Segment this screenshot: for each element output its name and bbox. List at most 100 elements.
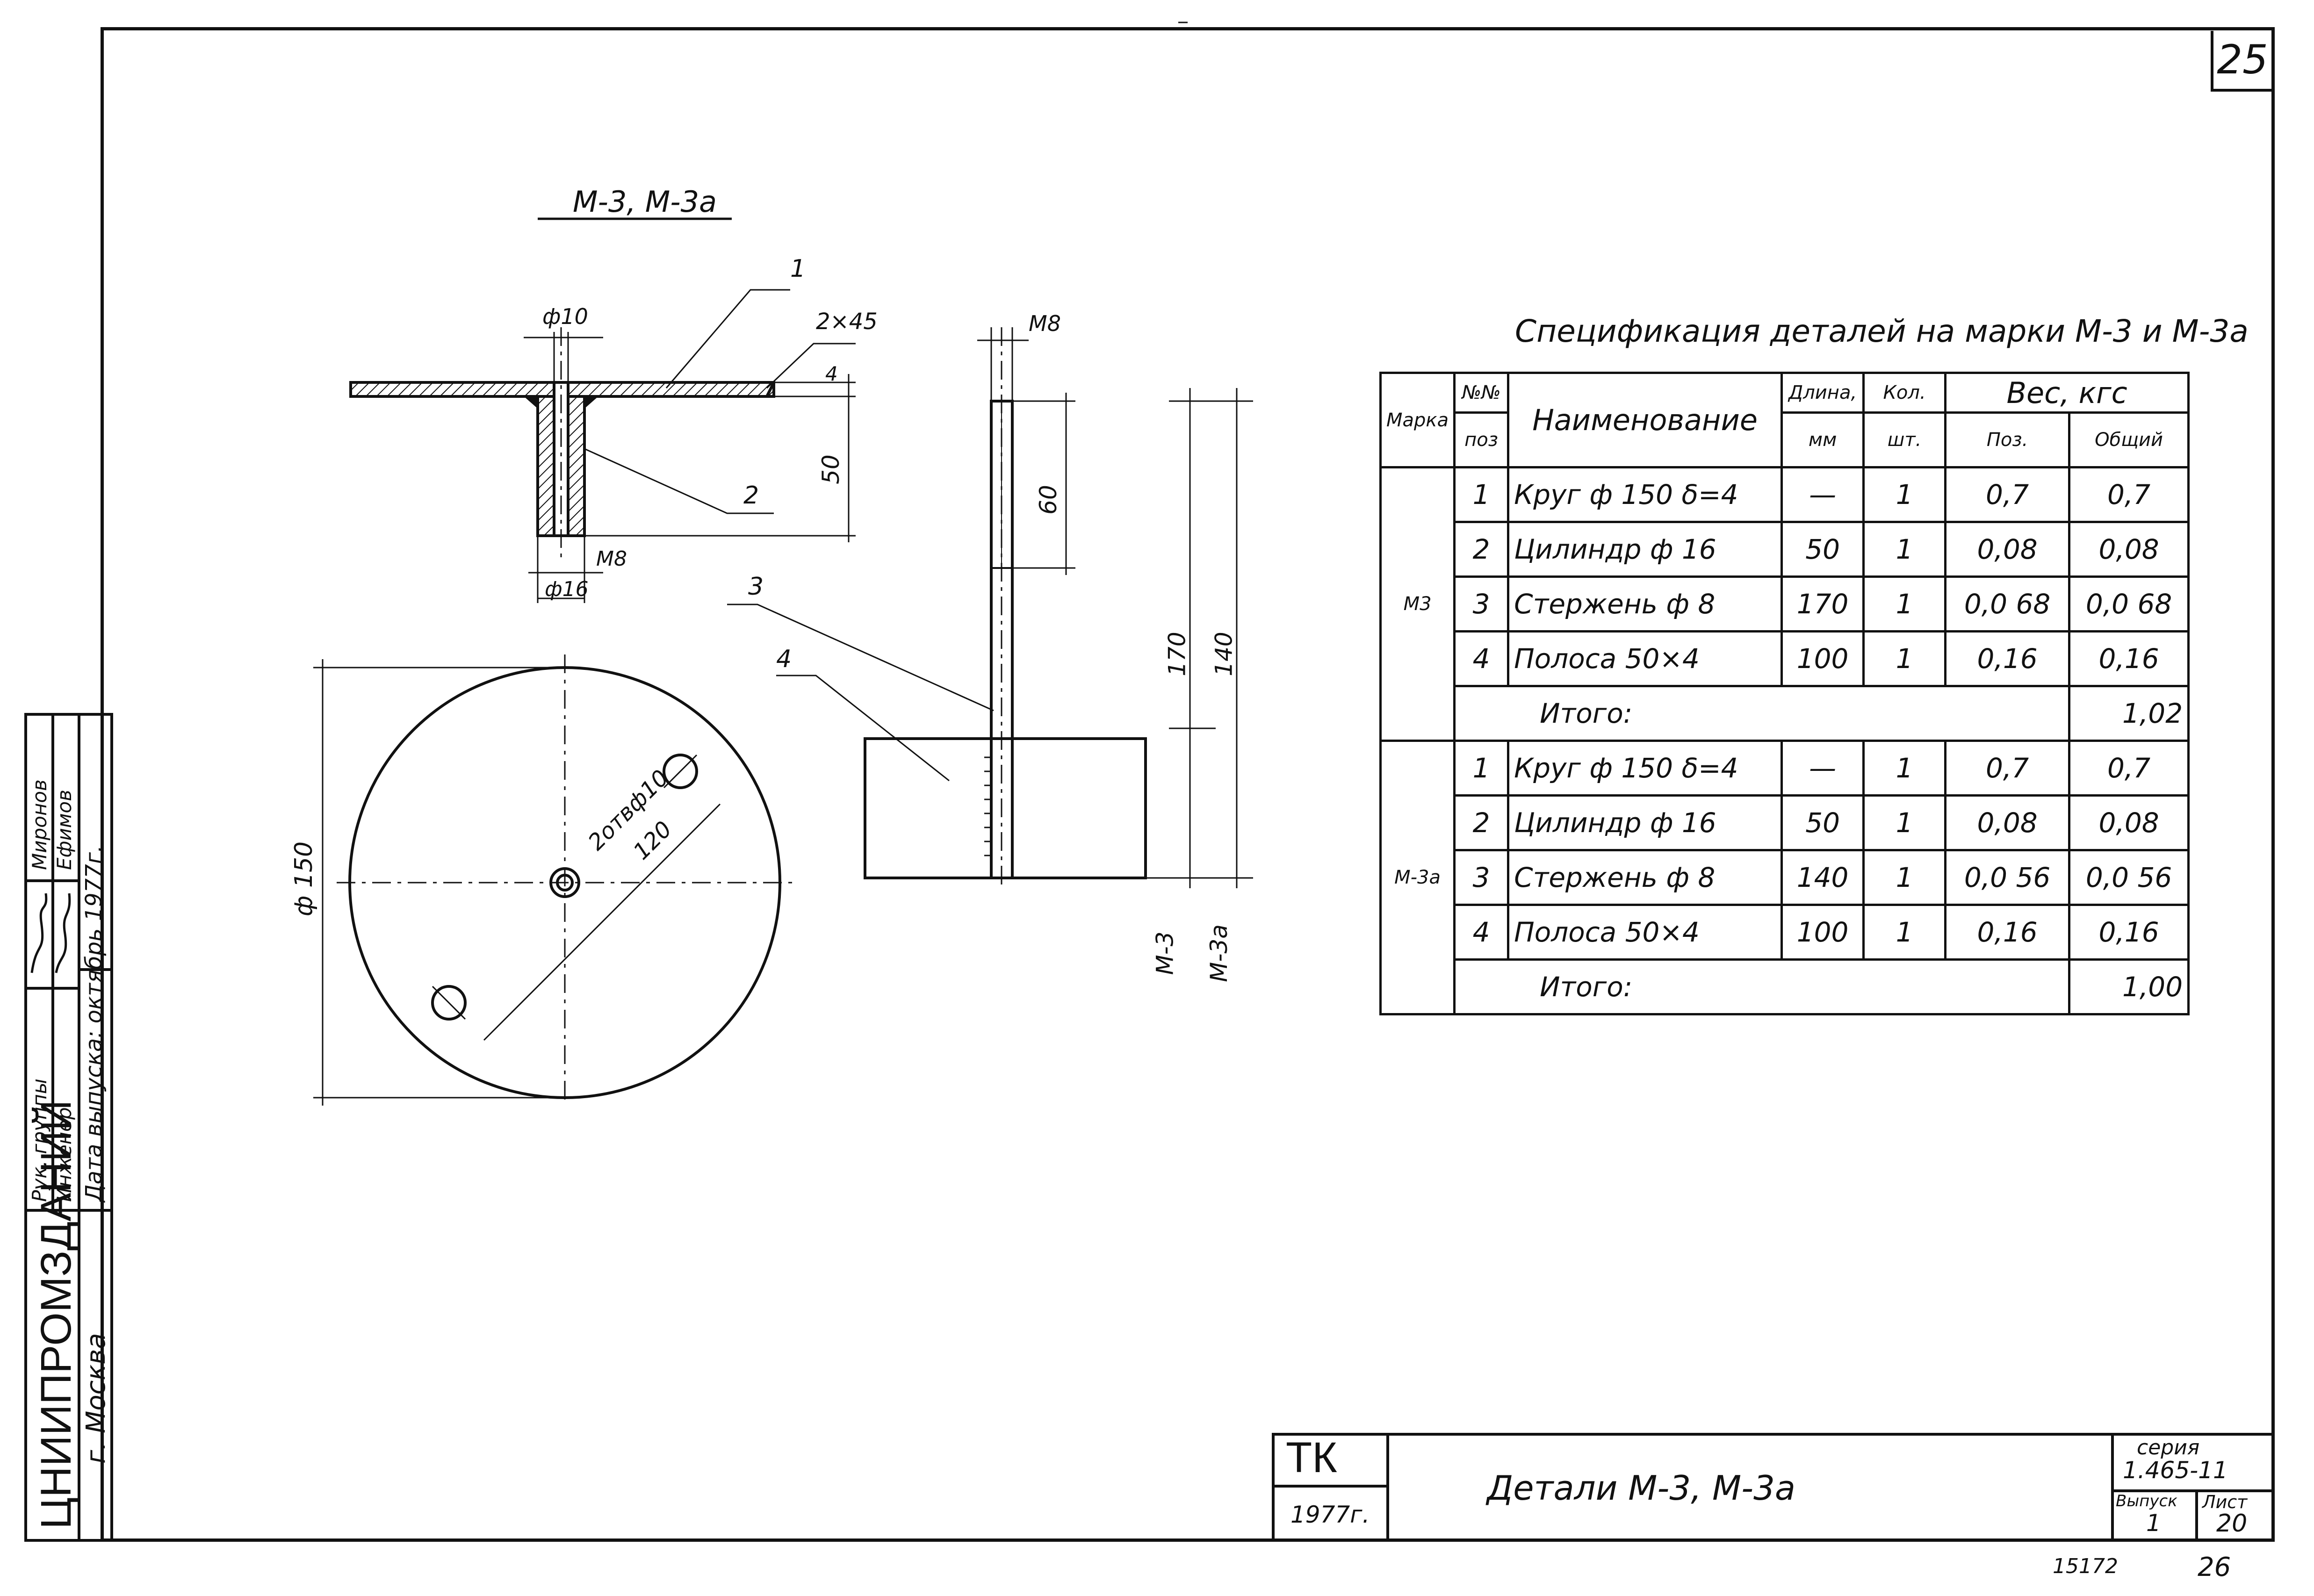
mark-m3a: М-3а — [1205, 924, 1233, 982]
pos-cell: 4 — [1453, 904, 1510, 961]
weight-total-cell: 0,08 — [2068, 794, 2190, 851]
pos-cell: 4 — [1453, 630, 1510, 687]
weight-total-cell: 0,16 — [2068, 904, 2190, 961]
role-1: Рук. группы — [28, 1078, 51, 1202]
total-row: Итого: 1,02 — [1381, 685, 2190, 742]
qty-cell: 1 — [1862, 630, 1947, 687]
name-cell: Круг ф 150 δ=4 — [1507, 740, 1783, 797]
qty-cell: 1 — [1862, 904, 1947, 961]
pos-cell: 1 — [1453, 466, 1510, 523]
page-number: 25 — [2211, 31, 2271, 92]
issue-value: 1 — [2146, 1510, 2161, 1537]
table-row: 2 Цилиндр ф 16 50 1 0,08 0,08 — [1381, 794, 2190, 851]
table-row: 4 Полоса 50×4 100 1 0,16 0,16 — [1381, 904, 2190, 961]
dim-phi16: ф16 — [545, 577, 589, 601]
weight-pos-cell: 0,0 56 — [1944, 849, 2071, 906]
weld-left — [522, 395, 539, 410]
org-city: г. Москва — [81, 1333, 111, 1464]
length-cell: 170 — [1781, 575, 1865, 633]
table-row: М3 1 Круг ф 150 δ=4 — 1 0,7 0,7 — [1379, 466, 2190, 742]
dim-m8-bottom: М8 — [596, 547, 627, 571]
table-row: 3 Стержень ф 8 170 1 0,0 68 0,0 68 — [1381, 575, 2190, 633]
hole-left — [431, 985, 467, 1021]
strip — [864, 737, 1147, 879]
name-cell: Круг ф 150 δ=4 — [1507, 466, 1783, 523]
marka-cell: М3 — [1379, 466, 1456, 742]
header-length-unit: мм — [1781, 411, 1865, 468]
marka-cell: М-3а — [1379, 740, 1456, 1015]
length-cell: — — [1781, 466, 1865, 523]
length-cell: 100 — [1781, 904, 1865, 961]
name-cell: Цилиндр ф 16 — [1507, 794, 1783, 851]
weight-total-cell: 0,16 — [2068, 630, 2190, 687]
dim-chamfer: 2×45 — [816, 309, 878, 335]
header-weight-pos: Поз. — [1944, 411, 2071, 468]
weight-pos-cell: 0,7 — [1944, 740, 2071, 797]
left-stamp: ЦНИИПРОМЗДАНИЙ г. Москва Рук. группы Инж… — [24, 713, 113, 1542]
footer-number: 26 — [2198, 1552, 2231, 1582]
tk-label: ТК — [1286, 1434, 1337, 1481]
length-cell: — — [1781, 740, 1865, 797]
drawing-title: М-3, М-3а — [573, 185, 717, 219]
dim-50: 50 — [817, 454, 844, 484]
weight-total-cell: 0,7 — [2068, 466, 2190, 523]
title-block: ТК 1977г. Детали М-3, М-3а серия 1.465-1… — [1272, 1433, 2275, 1542]
pos-cell: 3 — [1453, 575, 1510, 633]
name-cell: Цилиндр ф 16 — [1507, 521, 1783, 578]
total-row: Итого: 1,00 — [1381, 958, 2190, 1015]
length-cell: 50 — [1781, 521, 1865, 578]
dim-140: 140 — [1210, 632, 1238, 676]
weight-pos-cell: 0,08 — [1944, 521, 2071, 578]
series-value: 1.465-11 — [2123, 1457, 2228, 1484]
header-marka: Марка — [1379, 372, 1456, 468]
weight-pos-cell: 0,16 — [1944, 630, 2071, 687]
position-3: 3 — [748, 573, 764, 601]
weight-pos-cell: 0,7 — [1944, 466, 2071, 523]
weight-total-cell: 0,0 56 — [2068, 849, 2190, 906]
header-qty: Кол. — [1862, 372, 1947, 414]
total-label: Итого: — [1453, 958, 2071, 1015]
role-2: Инженер — [53, 1107, 76, 1202]
pos-cell: 3 — [1453, 849, 1510, 906]
header-name: Наименование — [1507, 372, 1783, 468]
pos-cell: 2 — [1453, 794, 1510, 851]
person-2: Ефимов — [53, 790, 76, 870]
length-cell: 140 — [1781, 849, 1865, 906]
weight-pos-cell: 0,0 68 — [1944, 575, 2071, 633]
qty-cell: 1 — [1862, 849, 1947, 906]
pos-cell: 1 — [1453, 740, 1510, 797]
header-num-bottom: поз — [1453, 411, 1510, 468]
header-qty-unit: шт. — [1862, 411, 1947, 468]
name-cell: Стержень ф 8 — [1507, 849, 1783, 906]
dim-170: 170 — [1163, 632, 1191, 676]
position-1: 1 — [790, 255, 806, 283]
sheet-label: Лист — [2202, 1492, 2248, 1512]
signatures — [30, 893, 71, 973]
position-2: 2 — [743, 482, 759, 510]
issue-label: Выпуск — [2116, 1492, 2177, 1510]
person-1: Миронов — [28, 779, 51, 870]
sheet-title: Детали М-3, М-3а — [1487, 1468, 1796, 1508]
total-value: 1,02 — [2068, 685, 2190, 742]
header-weight: Вес, кгс — [1944, 372, 2190, 414]
mark-m3: М-3 — [1151, 931, 1179, 975]
weight-pos-cell: 0,08 — [1944, 794, 2071, 851]
name-cell: Полоса 50×4 — [1507, 630, 1783, 687]
qty-cell: 1 — [1862, 740, 1947, 797]
issue-date: Дата выпуска: октябрь 1977г. — [81, 845, 107, 1202]
pos-cell: 2 — [1453, 521, 1510, 578]
dim-phi150: ф 150 — [290, 841, 318, 917]
series-label: серия — [2137, 1436, 2200, 1459]
header-length: Длина, — [1781, 372, 1865, 414]
qty-cell: 1 — [1862, 466, 1947, 523]
weight-pos-cell: 0,16 — [1944, 904, 2071, 961]
dim-phi10: ф10 — [542, 304, 588, 329]
name-cell: Полоса 50×4 — [1507, 904, 1783, 961]
header-weight-total: Общий — [2068, 411, 2190, 468]
table-row: 4 Полоса 50×4 100 1 0,16 0,16 — [1381, 630, 2190, 687]
length-cell: 100 — [1781, 630, 1865, 687]
weight-total-cell: 0,08 — [2068, 521, 2190, 578]
name-cell: Стержень ф 8 — [1507, 575, 1783, 633]
length-cell: 50 — [1781, 794, 1865, 851]
